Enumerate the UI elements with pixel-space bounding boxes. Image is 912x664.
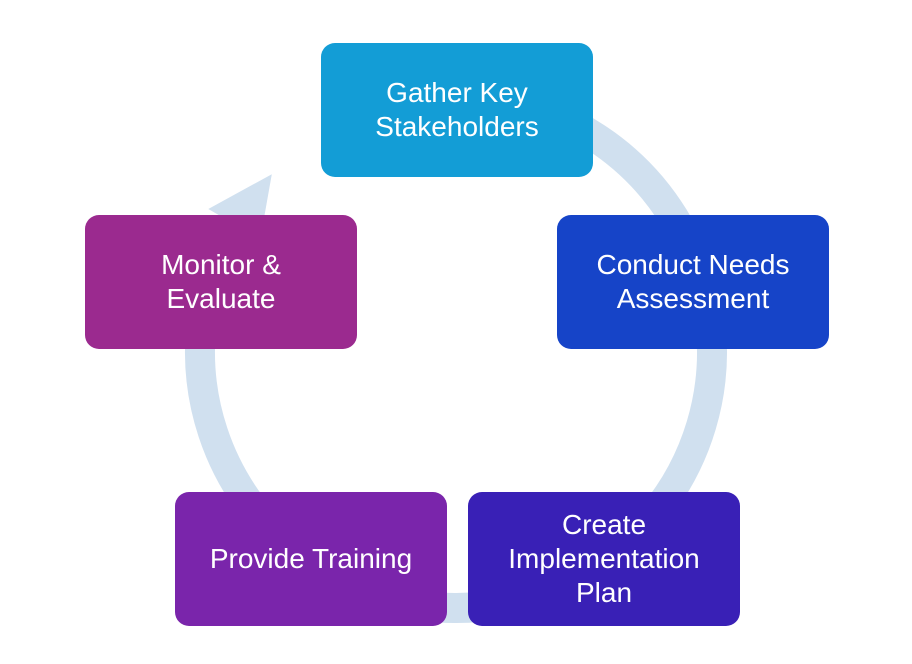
step-label: Provide Training: [209, 543, 413, 574]
step-provide-training: Provide Training: [175, 492, 447, 626]
step-gather-key-stakeholders: Gather Key Stakeholders: [321, 43, 593, 177]
step-label: Conduct Needs Assessment: [596, 249, 790, 314]
step-label: Create Implementation Plan: [508, 509, 700, 608]
step-label: Gather Key Stakeholders: [375, 77, 539, 142]
step-monitor-evaluate: Monitor & Evaluate: [85, 215, 357, 349]
step-create-implementation-plan: Create Implementation Plan: [468, 492, 740, 626]
step-conduct-needs-assessment: Conduct Needs Assessment: [557, 215, 829, 349]
step-label: Monitor & Evaluate: [161, 249, 281, 314]
